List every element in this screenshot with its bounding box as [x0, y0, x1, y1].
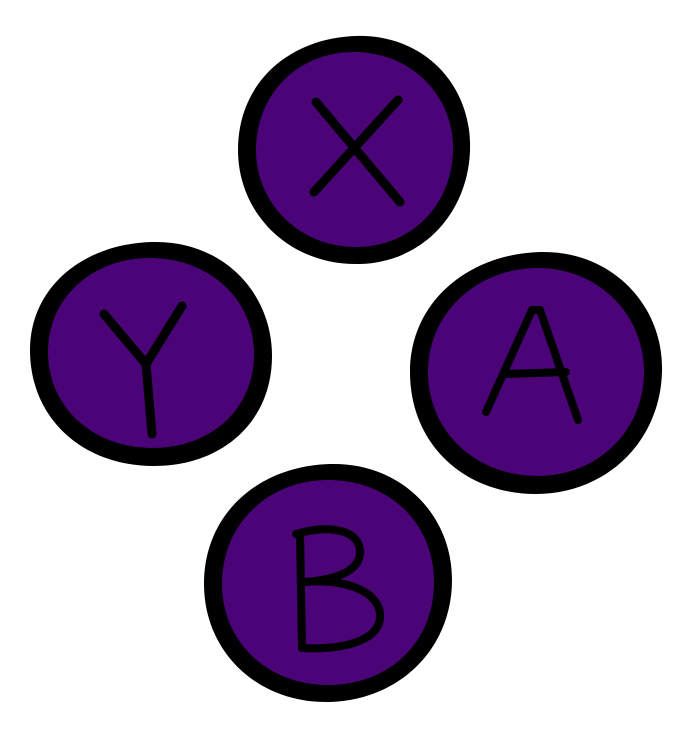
- x-letter-glyph: [309, 95, 405, 207]
- a-letter-glyph: [482, 306, 582, 424]
- x-button[interactable]: X: [238, 35, 471, 265]
- b-letter-glyph: [292, 525, 385, 653]
- y-button[interactable]: Y: [30, 241, 272, 466]
- y-letter-glyph: [99, 301, 187, 439]
- b-button[interactable]: B: [204, 463, 452, 703]
- a-button[interactable]: A: [410, 251, 663, 494]
